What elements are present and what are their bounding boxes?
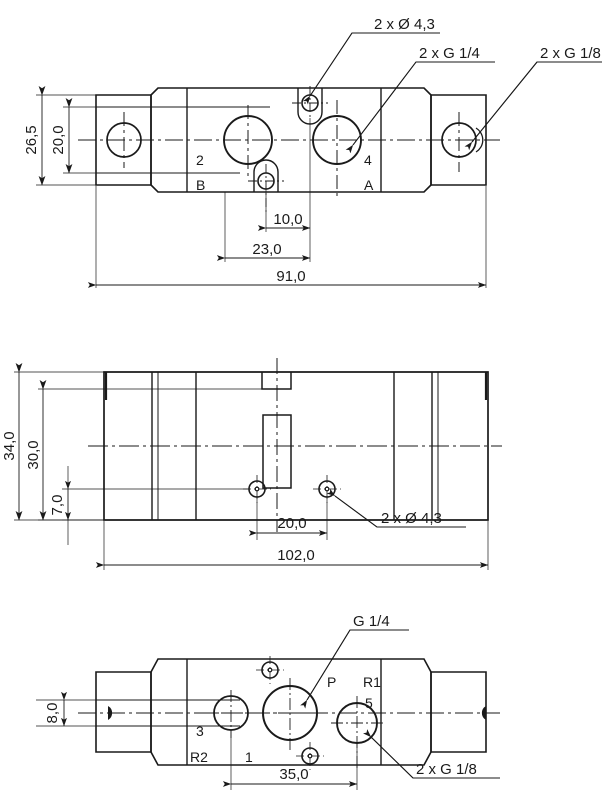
dim-bot-hole-spacing: 35,0 <box>279 766 308 783</box>
leader-g14-top <box>352 61 432 146</box>
port-label-A: A <box>364 177 374 193</box>
top-right-hole-boss <box>475 127 484 153</box>
mid-body-outline <box>103 371 489 521</box>
top-view-group <box>36 32 602 288</box>
top-right-end-block <box>430 94 487 186</box>
bot-right-end-block <box>430 671 487 753</box>
dim-top-hole-spacing-mid: 23,0 <box>252 241 281 258</box>
dim-mid-height-overall: 34,0 <box>1 431 18 460</box>
leader-label-g18-bot: 2 x G 1/8 <box>416 761 477 778</box>
bot-cl-cap-left <box>108 706 113 720</box>
leader-label-g14-top: 2 x G 1/4 <box>419 45 480 62</box>
leader-dia43-mid-arrow <box>326 488 378 528</box>
leader-g14-bot-arrow <box>300 629 351 709</box>
port-label-P: P <box>327 674 336 690</box>
port-label-4: 4 <box>364 152 372 168</box>
dim-mid-height-inner: 30,0 <box>25 440 42 469</box>
bot-left-end-block <box>95 671 152 753</box>
port-label-R2: R2 <box>190 749 208 765</box>
leader-dia43-top-arrow <box>302 32 353 105</box>
leader-g18-bot-arrow <box>363 729 414 779</box>
leader-label-dia43-mid: 2 x Ø 4,3 <box>381 510 442 527</box>
bot-cl-cap-right <box>481 706 486 720</box>
port-label-2: 2 <box>196 152 204 168</box>
leader-label-dia43-top: 2 x Ø 4,3 <box>374 16 435 33</box>
port-label-B: B <box>196 177 205 193</box>
leader-g18-top <box>471 61 552 143</box>
middle-view-group <box>14 358 502 570</box>
port-label-R1: R1 <box>363 674 381 690</box>
top-boss-lower <box>253 159 279 192</box>
port-label-3: 3 <box>196 723 204 739</box>
dim-mid-length: 102,0 <box>277 547 315 564</box>
dim-top-length: 91,0 <box>276 268 305 285</box>
leader-dia43-top <box>309 32 371 97</box>
port-label-5: 5 <box>365 695 373 711</box>
bottom-view-group <box>36 629 500 790</box>
leader-label-g14-bot: G 1/4 <box>353 613 390 630</box>
dim-bot-offset: 8,0 <box>44 703 61 724</box>
leader-g14-top-arrow <box>345 61 417 154</box>
leader-label-g18-top: 2 x G 1/8 <box>540 45 601 62</box>
dim-top-height-inner: 20,0 <box>50 125 67 154</box>
dim-mid-hole-spacing: 20,0 <box>277 515 306 532</box>
dim-top-height-overall: 26,5 <box>23 125 40 154</box>
leader-g18-top-arrow <box>464 61 538 151</box>
dim-mid-height-low: 7,0 <box>49 495 66 516</box>
port-label-1: 1 <box>245 749 253 765</box>
dim-top-hole-spacing-small: 10,0 <box>273 211 302 228</box>
